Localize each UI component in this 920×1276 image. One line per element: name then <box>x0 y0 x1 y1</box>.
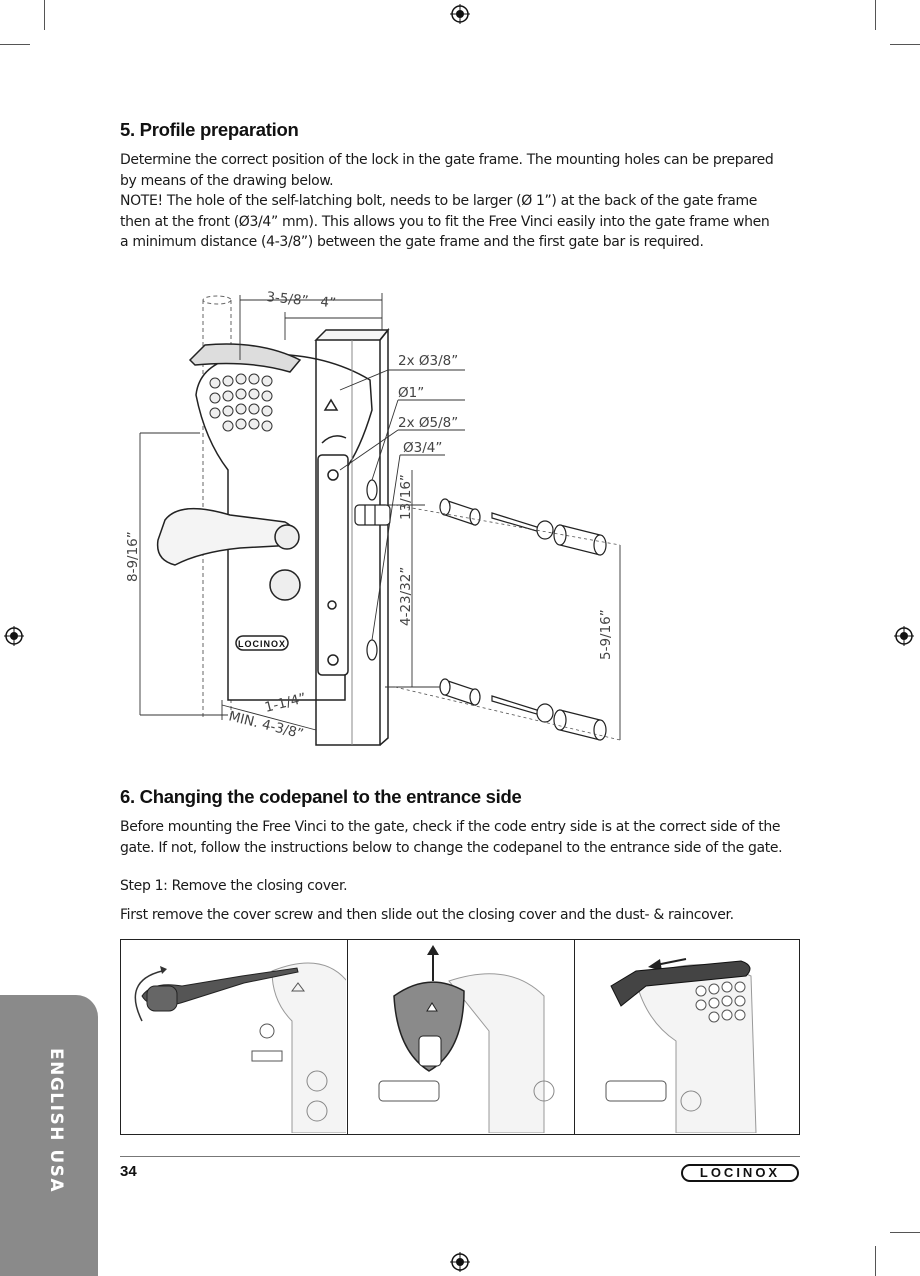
body-line: Determine the correct position of the lo… <box>120 152 774 168</box>
registration-mark-icon <box>450 1252 470 1272</box>
dim-label: 8-9/16” <box>125 531 141 582</box>
illustration-remove-raincover <box>605 958 757 1133</box>
dim-label: 5-9/16” <box>598 609 614 660</box>
frame-hole <box>366 639 378 661</box>
dim-label: 2x Ø5/8” <box>398 415 458 431</box>
crop-mark <box>890 1232 920 1233</box>
body-line: NOTE! The hole of the self-latching bolt… <box>120 193 758 209</box>
illustration-remove-screw <box>134 962 346 1133</box>
registration-mark-icon <box>894 626 914 646</box>
latch-bolt <box>354 504 391 526</box>
crop-mark <box>890 44 920 45</box>
lock-plate <box>317 398 349 676</box>
crop-mark <box>875 1246 876 1276</box>
body-line: gate. If not, follow the instructions be… <box>120 839 783 856</box>
section-title: 5. Profile preparation <box>120 119 299 140</box>
dim-label: 4” <box>320 294 337 312</box>
illustration-divider <box>347 940 575 1134</box>
lock-brand-badge <box>235 635 289 651</box>
crop-mark <box>0 44 30 45</box>
step-heading: Step 1: Remove the closing cover. <box>120 878 348 894</box>
registration-mark-icon <box>4 626 24 646</box>
lock-brand-text: LOCINOX <box>238 639 286 649</box>
frame-hole <box>366 479 378 501</box>
dim-label: 13/16” <box>398 474 414 520</box>
brand-logo: LOCINOX <box>681 1164 799 1182</box>
language-tab <box>0 995 98 1276</box>
crop-mark <box>875 0 876 30</box>
crop-mark <box>44 0 45 30</box>
body-line: a minimum distance (4-3/8”) between the … <box>120 234 704 250</box>
handle <box>156 507 297 566</box>
keypad <box>209 373 273 432</box>
section-body: Determine the correct position of the lo… <box>120 150 810 253</box>
cylinder-knob <box>269 569 301 601</box>
step-instruction: First remove the cover screw and then sl… <box>120 907 734 923</box>
illustration-divider <box>120 940 348 1134</box>
dim-label: 4-23/32” <box>398 567 414 626</box>
registration-mark-icon <box>450 4 470 24</box>
body-line: then at the front (Ø3/4” mm). This allow… <box>120 213 770 230</box>
footer-rule <box>120 1156 800 1157</box>
illustration-slide-cover <box>378 945 555 1133</box>
dim-label: 2x Ø3/8” <box>398 353 458 369</box>
mounting-hardware-top <box>439 498 607 556</box>
dim-label: Ø1” <box>398 385 424 401</box>
mounting-hardware-bottom <box>439 678 607 741</box>
page-number: 34 <box>120 1163 137 1180</box>
dim-label: 3-5/8” <box>266 289 310 309</box>
illustration-strip <box>120 939 800 1135</box>
handle-rose <box>274 524 300 550</box>
body-line: by means of the drawing below. <box>120 172 334 189</box>
section-title: 6. Changing the codepanel to the entranc… <box>120 786 522 807</box>
language-tab-label: ENGLISH USA <box>46 1048 66 1194</box>
section-body: Before mounting the Free Vinci to the ga… <box>120 817 810 858</box>
profile-drawing: LOCINOX <box>125 289 621 746</box>
dim-label: Ø3/4” <box>403 440 442 456</box>
body-line: Before mounting the Free Vinci to the ga… <box>120 819 781 835</box>
